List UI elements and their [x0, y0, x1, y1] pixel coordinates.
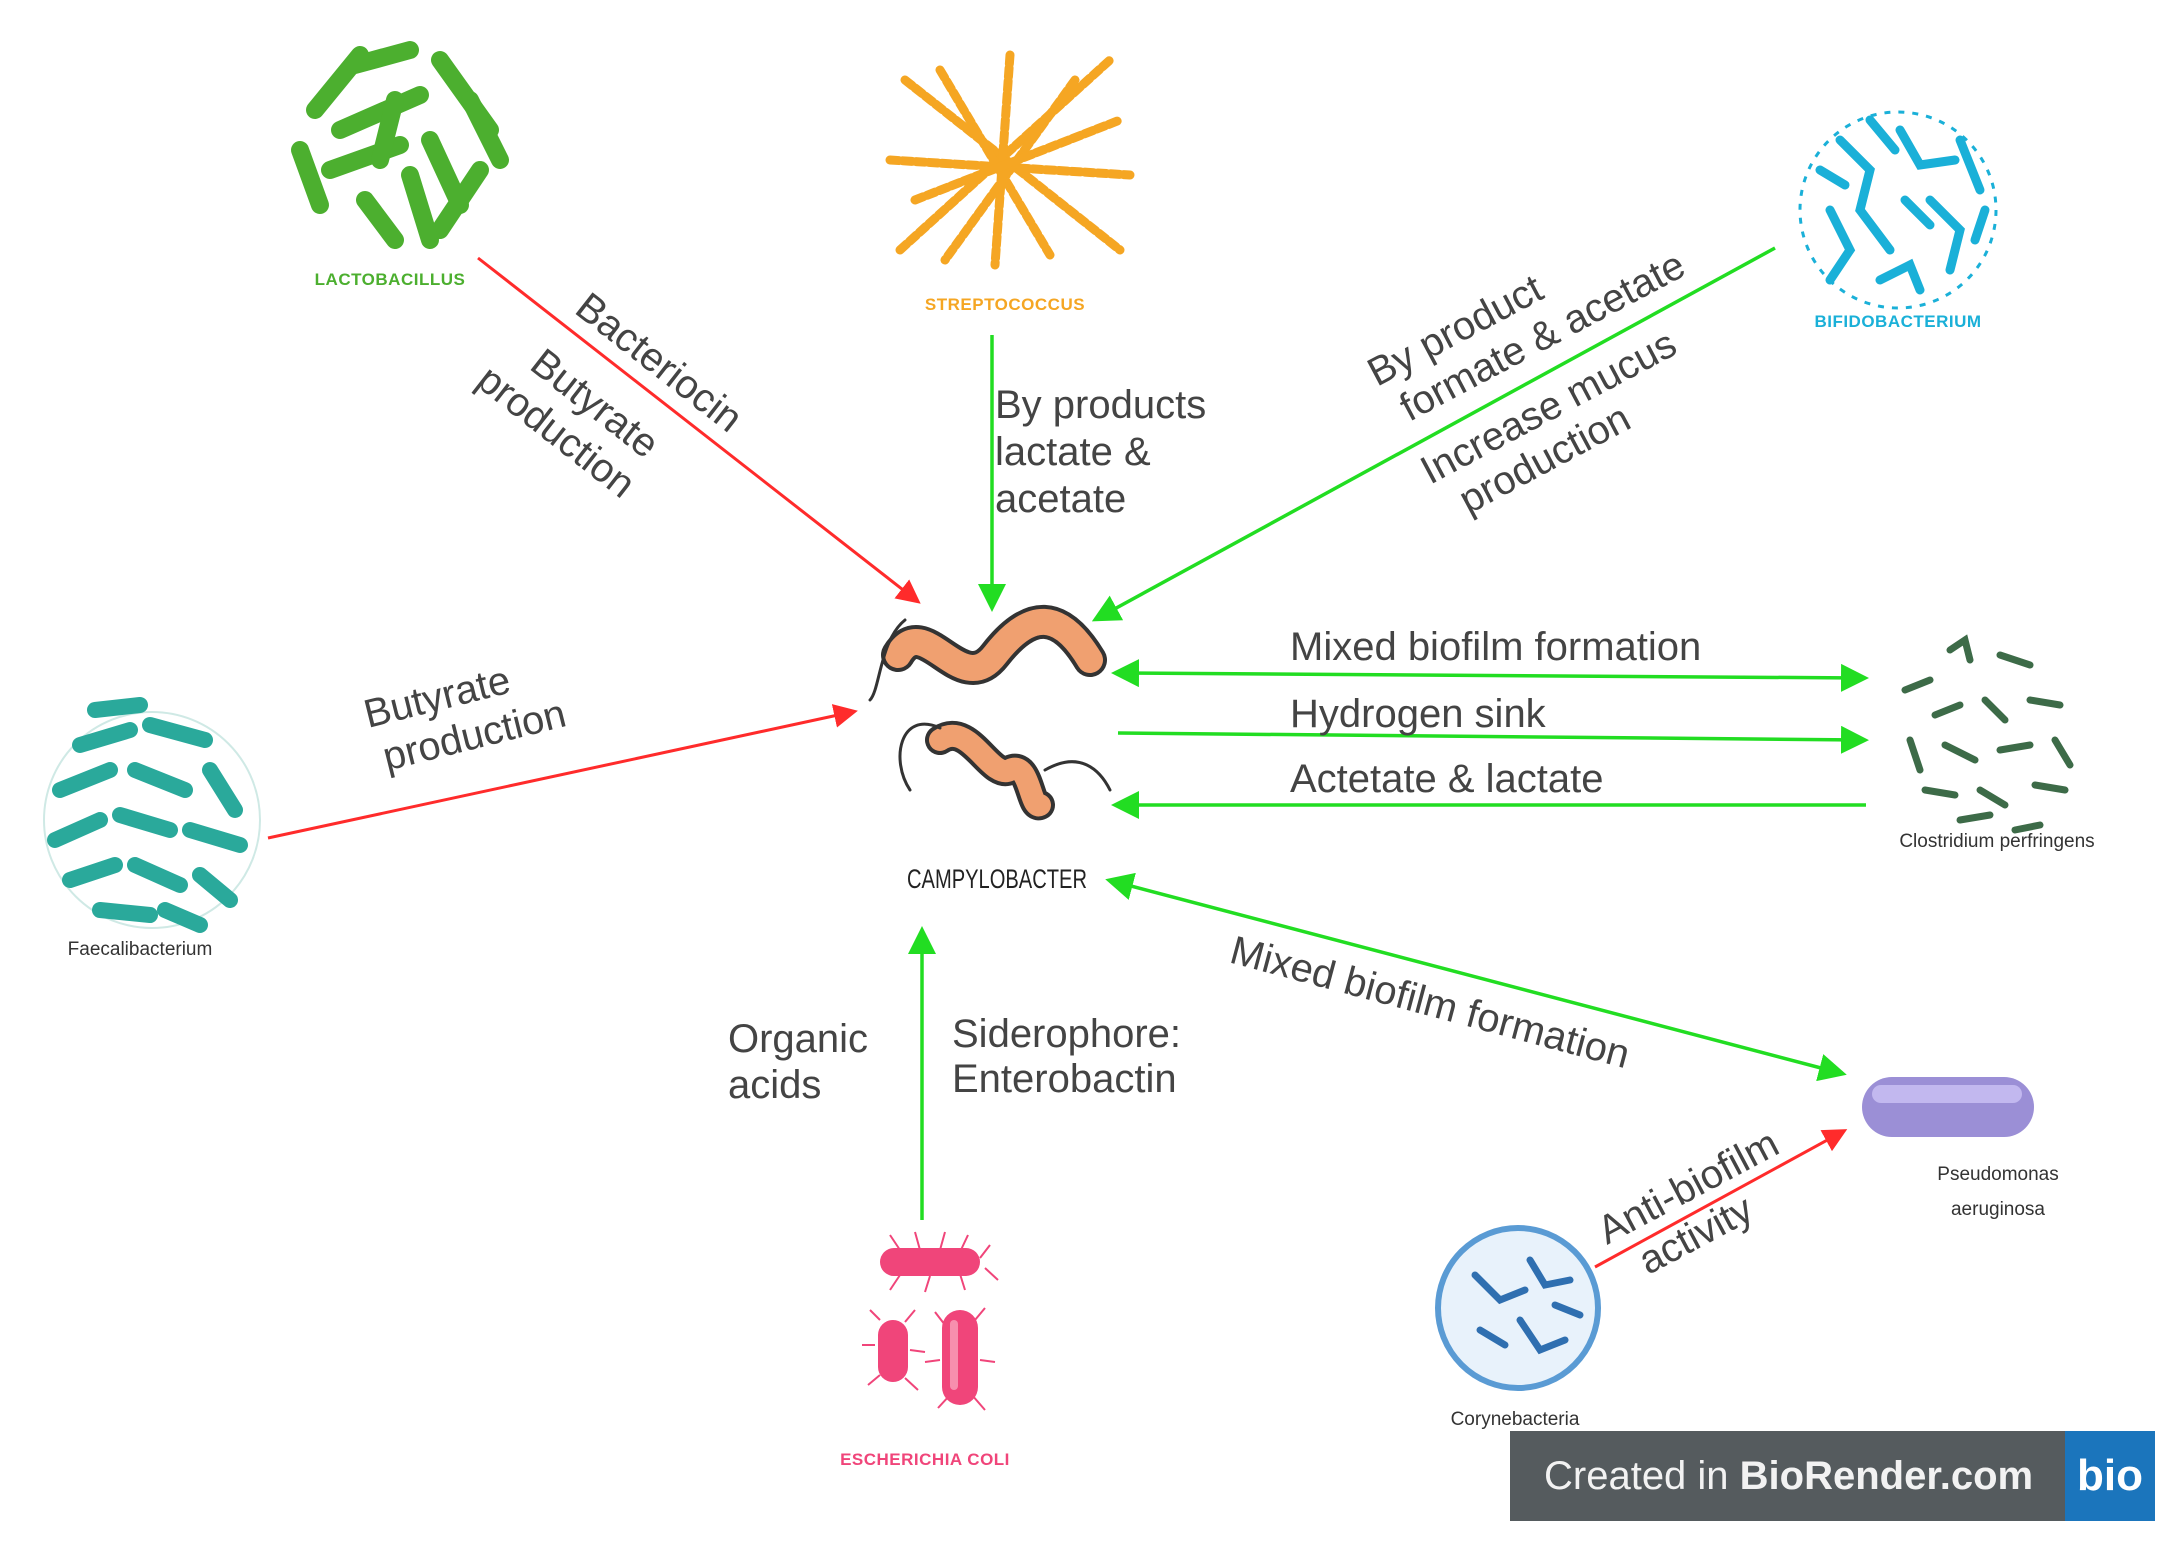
campylobacter-label: CAMPYLOBACTER: [907, 864, 1087, 894]
campylobacter-illustration: [868, 604, 1112, 821]
enterobactin-label: Enterobactin: [952, 1057, 1177, 1101]
organic-label: Organic: [728, 1017, 868, 1061]
pseudomonas-label-line2: aeruginosa: [1951, 1199, 2045, 1220]
arrow-bifidobacterium-to-campylobacter: [1091, 246, 1776, 622]
arrow-mixed-biofilm-clostridium: [1111, 659, 1869, 692]
arrow-faecalibacterium-to-campylobacter: [267, 704, 858, 840]
faecalibacterium-illustration: [43, 697, 261, 933]
ecoli-illustration: [862, 1231, 999, 1411]
faecalibacterium-label: Faecalibacterium: [68, 939, 213, 960]
bifidobacterium-label: BIFIDOBACTERIUM: [1814, 312, 1981, 331]
streptococcus-edge-label-2: lactate &: [995, 430, 1151, 474]
streptococcus-edge-label-1: By products: [995, 383, 1206, 427]
faecalibacterium-edge-label-group: Butyrate production: [360, 658, 571, 779]
biorender-logo-icon: bio: [2065, 1431, 2155, 1521]
corynebacteria-illustration: [1435, 1225, 1601, 1391]
streptococcus-illustration: [885, 50, 1135, 270]
siderophore-label: Siderophore:: [952, 1012, 1181, 1056]
pseudomonas-illustration: [1862, 1077, 2034, 1137]
arrow-lactobacillus-to-campylobacter: [477, 256, 921, 604]
lactobacillus-illustration: [291, 41, 509, 249]
streptococcus-edge-label-3: acetate: [995, 477, 1126, 521]
streptococcus-label: STREPTOCOCCUS: [925, 295, 1085, 314]
corynebacteria-edge-label-group: Anti-biofilm activity: [1591, 1121, 1786, 1283]
pseudomonas-label-line1: Pseudomonas: [1937, 1164, 2058, 1185]
hydrogen-sink-label: Hydrogen sink: [1290, 692, 1547, 736]
clostridium-label: Clostridium perfringens: [1899, 831, 2094, 852]
arrow-corynebacteria-to-pseudomonas: [1594, 1129, 1848, 1269]
biorender-badge[interactable]: Created in BioRender.com bio: [1510, 1431, 2155, 1521]
arrow-mixed-biofilm-pseudomonas: [1105, 872, 1847, 1082]
acids-label: acids: [728, 1063, 821, 1107]
lactobacillus-label: LACTOBACILLUS: [315, 270, 466, 289]
clostridium-illustration: [1901, 634, 2074, 834]
bifidobacterium-illustration: [1798, 110, 1998, 310]
biorender-badge-text: Created in BioRender.com: [1510, 1454, 2065, 1499]
acetate-lactate-label: Actetate & lactate: [1290, 757, 1604, 801]
badge-prefix: Created in: [1544, 1453, 1740, 1498]
mixed-biofilm-clostridium-label: Mixed biofilm formation: [1290, 625, 1701, 669]
badge-brand: BioRender.com: [1739, 1453, 2034, 1498]
arrow-hydrogen-sink: [1117, 725, 1869, 754]
ecoli-label: ESCHERICHIA COLI: [840, 1450, 1010, 1469]
corynebacteria-label: Corynebacteria: [1451, 1409, 1580, 1430]
